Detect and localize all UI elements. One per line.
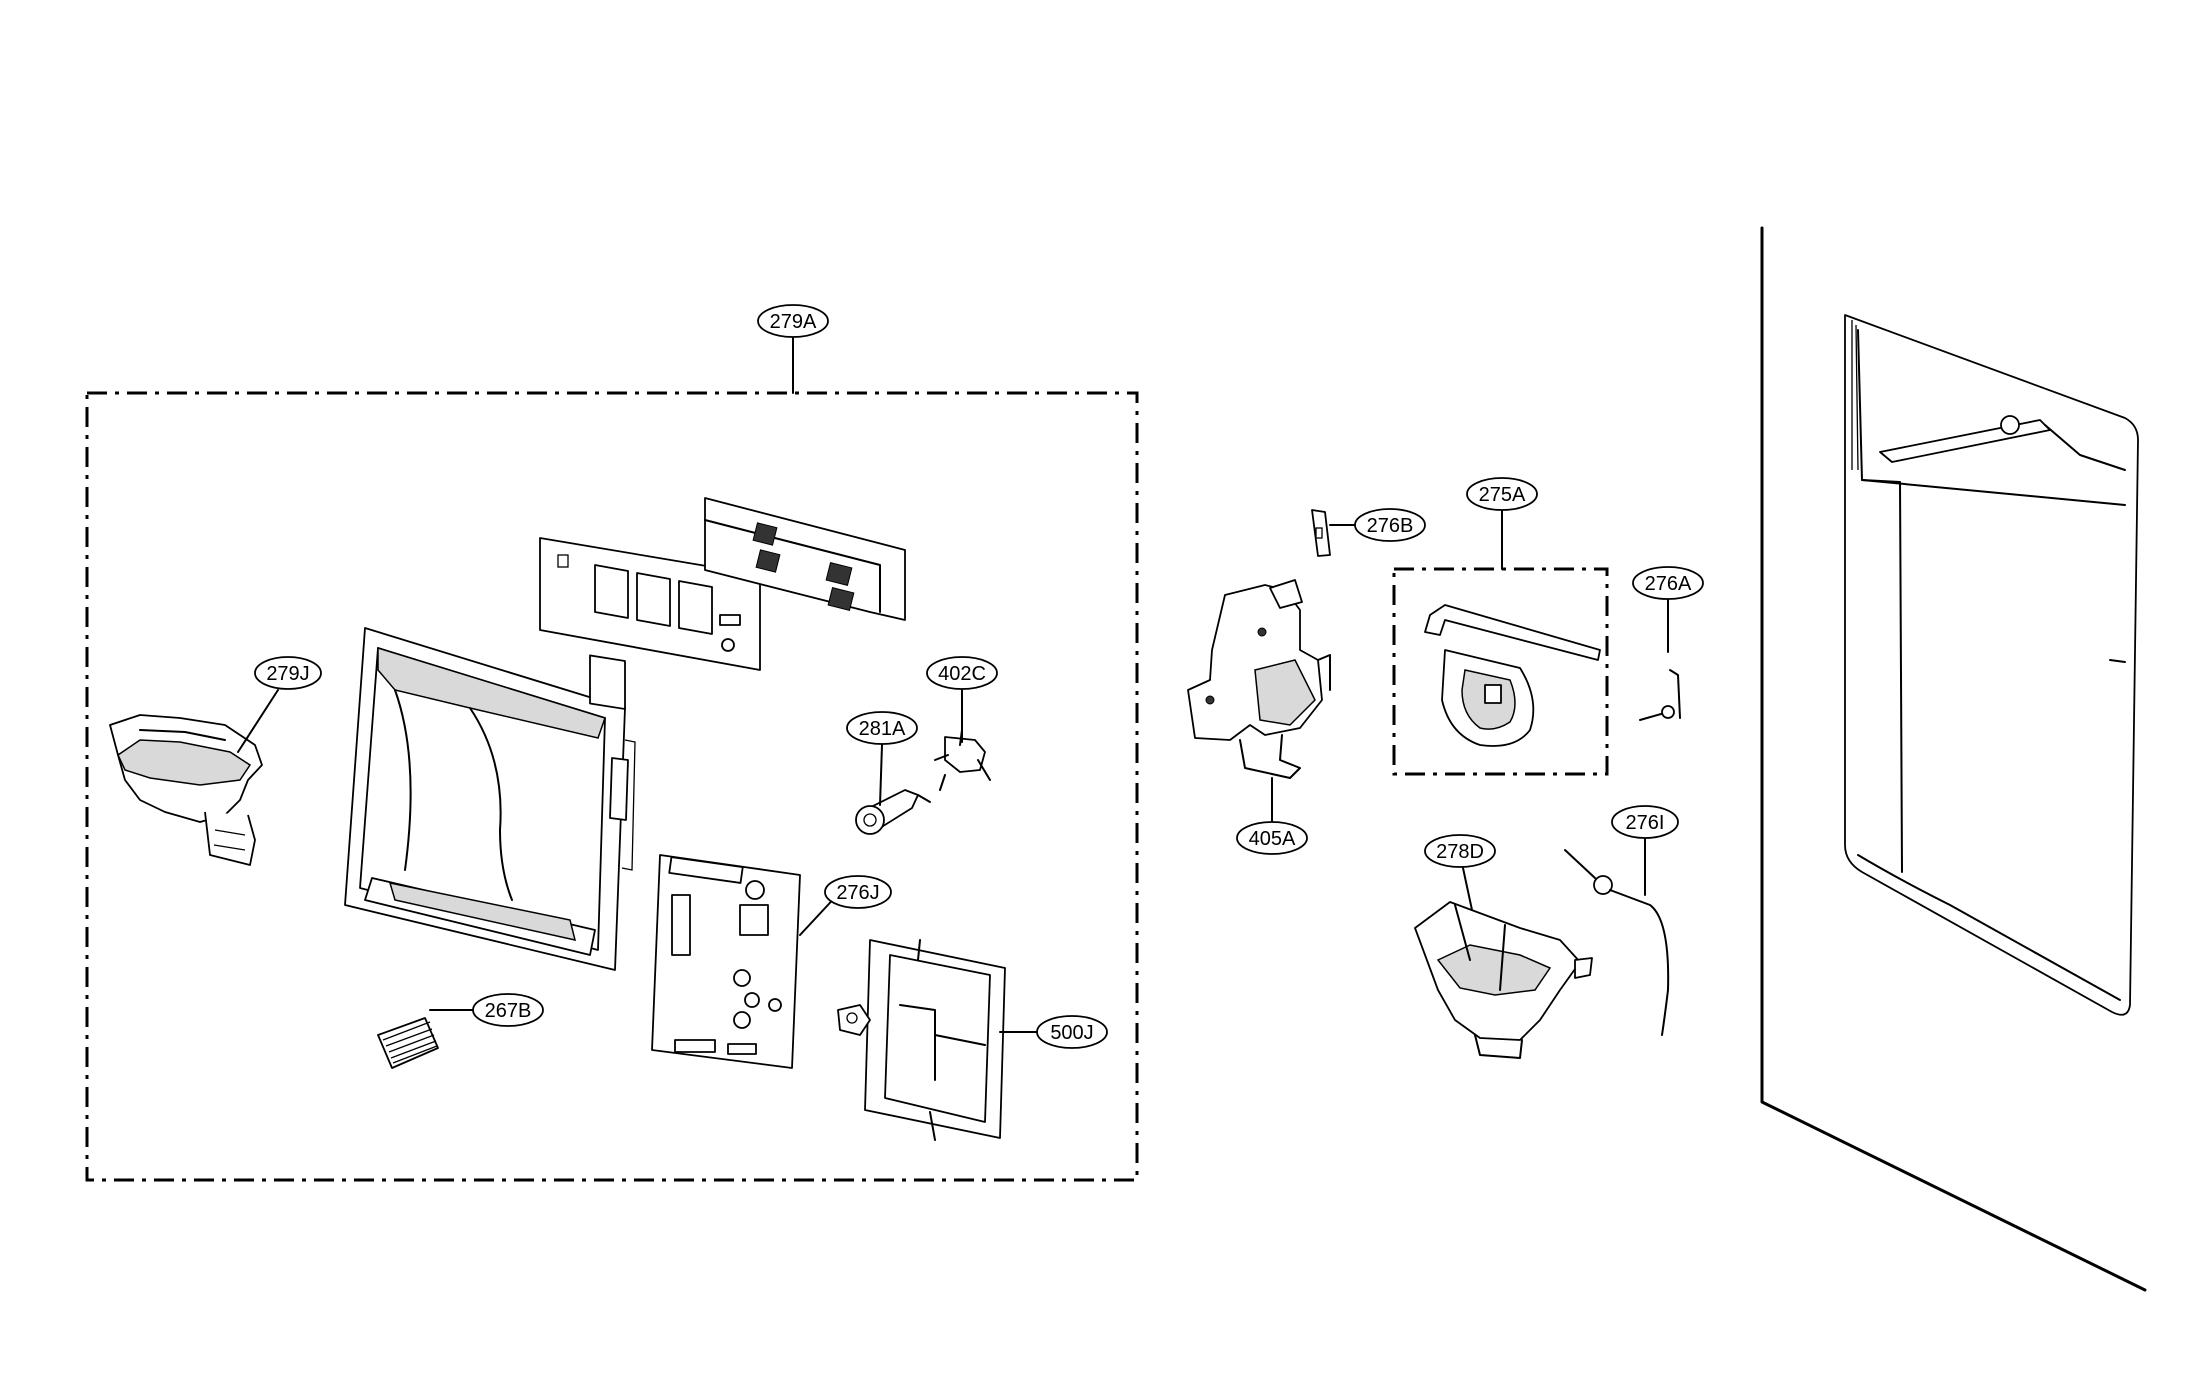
label-276b-text: 276B	[1367, 515, 1414, 537]
part-276i-drawing	[1564, 849, 1670, 1036]
label-276i: 276I	[1611, 805, 1679, 839]
part-281a-drawing	[855, 789, 931, 835]
label-276i-text: 276I	[1626, 812, 1665, 834]
leader-281a	[879, 744, 883, 806]
label-405a: 405A	[1236, 821, 1308, 855]
label-276b: 276B	[1354, 508, 1426, 542]
label-402c: 402C	[926, 656, 998, 690]
part-dispenser-cover-drawing	[344, 627, 636, 971]
label-275a-text: 275A	[1479, 484, 1526, 506]
part-display-bezel-drawing	[539, 537, 761, 710]
label-267b: 267B	[472, 993, 544, 1027]
label-279a: 279A	[757, 304, 829, 338]
leader-278d	[1462, 867, 1473, 911]
group-box-279a	[85, 391, 1139, 1182]
label-402c-text: 402C	[938, 663, 986, 685]
label-276a-text: 276A	[1645, 573, 1692, 595]
label-275a: 275A	[1466, 477, 1538, 511]
label-279a-text: 279A	[770, 311, 817, 333]
part-500j-drawing	[837, 939, 1006, 1141]
part-276j-drawing	[651, 854, 801, 1069]
part-275a-drawing	[1424, 604, 1601, 747]
label-278d-text: 278D	[1436, 841, 1484, 863]
leader-279j	[237, 689, 279, 753]
part-278d-drawing	[1414, 901, 1593, 1059]
refrigerator-door-drawing	[1760, 226, 2147, 1292]
label-278d: 278D	[1424, 834, 1496, 868]
label-279j-text: 279J	[266, 663, 309, 685]
label-276j: 276J	[824, 875, 892, 909]
part-276b-drawing	[1311, 509, 1331, 557]
part-267b-drawing	[377, 1017, 439, 1069]
part-405a-drawing	[1187, 579, 1331, 779]
label-281a: 281A	[846, 711, 918, 745]
group-box-275a	[1392, 567, 1609, 776]
part-control-housing-drawing	[704, 497, 906, 621]
label-276a: 276A	[1632, 566, 1704, 600]
label-267b-text: 267B	[485, 1000, 532, 1022]
label-281a-text: 281A	[859, 718, 906, 740]
part-279j-drawing	[109, 714, 263, 866]
label-276j-text: 276J	[836, 882, 879, 904]
part-276a-drawing	[1639, 669, 1681, 721]
label-279j: 279J	[254, 656, 322, 690]
label-500j-text: 500J	[1050, 1022, 1093, 1044]
label-500j: 500J	[1036, 1015, 1108, 1049]
part-402c-drawing	[934, 729, 991, 791]
label-405a-text: 405A	[1249, 828, 1296, 850]
